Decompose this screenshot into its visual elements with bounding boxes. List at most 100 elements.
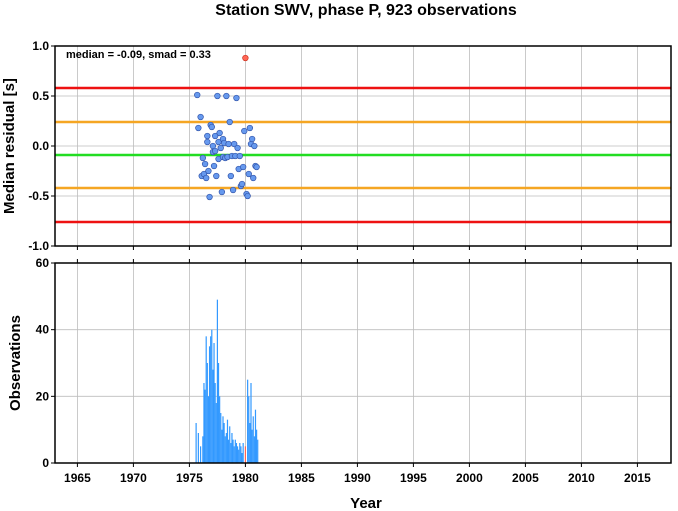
residual-point xyxy=(231,140,238,148)
residual-point xyxy=(208,123,215,131)
observation-bar xyxy=(233,446,235,463)
x-tick-label: 1970 xyxy=(120,471,147,485)
residual-y-axis-label: Median residual [s] xyxy=(1,78,18,214)
observations-plot-area xyxy=(55,263,671,463)
observation-bar xyxy=(204,389,206,463)
observation-bar xyxy=(236,446,239,463)
residual-point xyxy=(213,172,220,180)
x-tick-label: 1990 xyxy=(344,471,371,485)
observation-bar xyxy=(221,429,223,463)
observation-bar xyxy=(202,436,204,463)
observation-bar xyxy=(238,449,240,463)
observation-bar xyxy=(211,329,213,463)
observation-bar xyxy=(230,443,232,463)
observation-bar xyxy=(215,403,217,463)
observation-bar xyxy=(241,453,243,463)
observation-bar xyxy=(214,383,216,463)
observation-bar xyxy=(225,433,227,463)
observation-bar xyxy=(253,436,255,463)
x-tick-label: 2000 xyxy=(456,471,483,485)
residual-point xyxy=(223,92,230,100)
residual-point xyxy=(210,162,218,170)
residual-point xyxy=(195,124,202,132)
residual-point xyxy=(225,140,232,148)
observation-bar xyxy=(251,429,253,463)
observation-bar xyxy=(223,423,225,463)
residual-y-tick-label: 0.5 xyxy=(32,89,49,103)
residual-reference-lines xyxy=(55,86,671,224)
observation-bar xyxy=(205,336,207,463)
residual-point xyxy=(217,144,224,152)
observation-bar xyxy=(197,433,199,463)
x-tick-label: 1965 xyxy=(64,471,91,485)
observation-bar xyxy=(200,446,202,463)
residual-y-ticks: -1.0 -0.5 0.0 0.5 1.0 xyxy=(28,39,55,253)
residual-point xyxy=(214,92,221,100)
residual-y-tick-label: -0.5 xyxy=(28,189,49,203)
residual-point xyxy=(251,142,258,150)
observation-bar xyxy=(210,336,212,463)
residual-point xyxy=(194,91,201,99)
observation-bar xyxy=(234,439,236,463)
residual-annotation: median = -0.09, smad = 0.33 xyxy=(66,49,211,61)
observation-bar xyxy=(203,383,205,463)
observation-bar xyxy=(250,383,252,463)
residual-point xyxy=(248,135,256,143)
residual-y-tick-label: 1.0 xyxy=(32,39,49,53)
residual-point xyxy=(197,113,204,121)
observations-y-tick-label: 60 xyxy=(36,256,50,270)
x-tick-label: 1985 xyxy=(288,471,315,485)
observation-bar xyxy=(242,443,244,463)
residual-point xyxy=(212,147,219,155)
residual-point xyxy=(204,132,211,140)
residual-point xyxy=(240,163,247,171)
residual-point xyxy=(212,132,219,140)
observation-bar xyxy=(235,443,238,463)
observation-bar xyxy=(208,346,211,463)
observations-y-tick-label: 0 xyxy=(42,456,49,470)
residual-point xyxy=(250,174,257,182)
residual-point xyxy=(203,174,210,182)
residual-point xyxy=(227,172,234,180)
residual-outlier-point xyxy=(242,54,249,62)
observation-bar xyxy=(224,436,226,463)
residual-point xyxy=(226,118,233,126)
observation-bar xyxy=(216,299,218,463)
residual-y-tick-label: -1.0 xyxy=(28,239,49,253)
observations-plot-frame xyxy=(54,262,672,464)
observation-bar xyxy=(207,396,210,463)
x-tick-label: 2010 xyxy=(568,471,595,485)
observation-bar xyxy=(220,413,222,463)
observation-bar xyxy=(226,419,229,463)
residual-panel: -1.0 -0.5 0.0 0.5 1.0 median = -0.09, smad =… xyxy=(1,39,672,263)
x-tick-label: 1980 xyxy=(232,471,259,485)
observation-bar xyxy=(231,433,233,463)
observation-bar xyxy=(254,409,257,463)
residual-point xyxy=(253,163,260,171)
observation-bar xyxy=(247,379,249,463)
residual-point xyxy=(206,193,213,201)
observation-bar xyxy=(249,423,251,463)
residual-point xyxy=(216,129,223,137)
chart-title: Station SWV, phase P, 923 observations xyxy=(215,2,517,19)
residual-point xyxy=(241,127,248,135)
x-axis-label: Year xyxy=(350,495,382,511)
observation-bar xyxy=(240,446,242,463)
observations-y-tick-label: 40 xyxy=(36,323,50,337)
observation-bar xyxy=(252,416,254,463)
residual-point xyxy=(233,94,240,102)
observation-bar xyxy=(228,439,230,463)
residual-point xyxy=(245,170,252,178)
observations-bars xyxy=(195,299,259,463)
observation-bar xyxy=(248,396,250,463)
residual-y-tick-label: 0.0 xyxy=(32,139,49,153)
observation-bar xyxy=(229,426,231,463)
observation-bar xyxy=(217,363,220,463)
residual-point xyxy=(234,144,241,152)
residual-point xyxy=(201,160,209,168)
residual-point xyxy=(199,154,206,162)
